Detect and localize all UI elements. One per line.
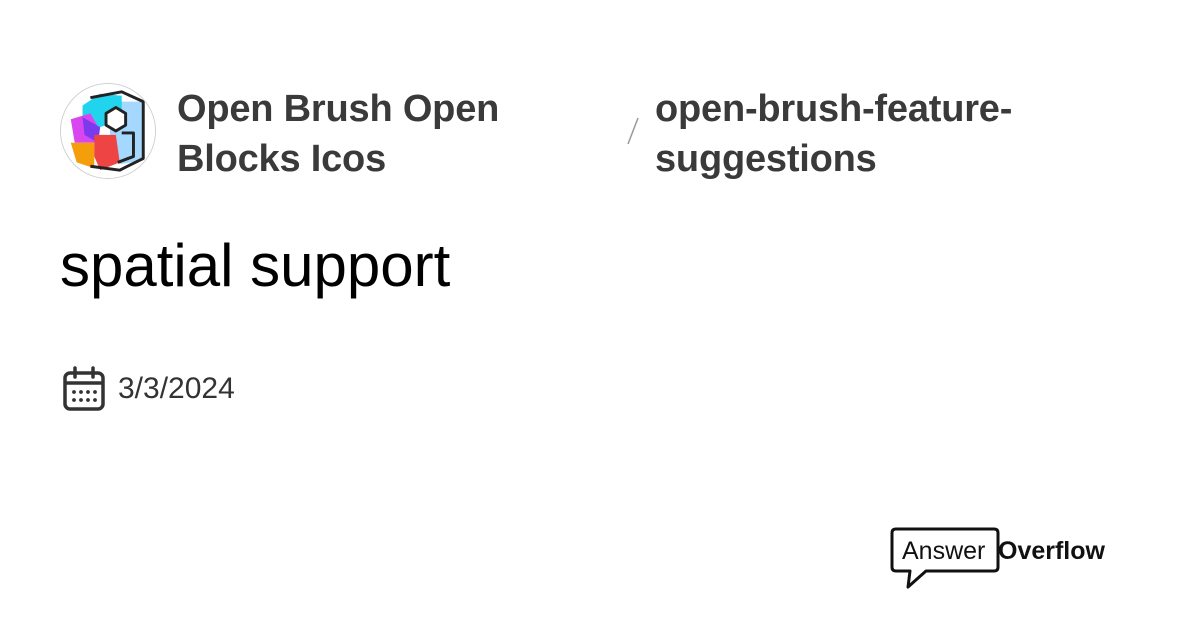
channel-name: open-brush-feature-suggestions <box>655 88 1013 180</box>
brand-answer-text: Answer <box>902 537 986 565</box>
brand-overflow-text: Overflow <box>998 537 1105 565</box>
thread-date: 3/3/2024 <box>118 372 235 405</box>
speech-bubble-icon <box>890 527 1000 589</box>
thread-date-row: 3/3/2024 <box>62 366 235 412</box>
answer-overflow-logo: Answer Overflow <box>890 527 1120 591</box>
slash-separator-icon <box>627 117 639 145</box>
server-name: Open Brush Open Blocks Icos <box>177 88 500 180</box>
server-logo-icon <box>60 83 156 179</box>
calendar-icon <box>63 366 105 411</box>
thread-title: spatial support <box>60 232 451 299</box>
